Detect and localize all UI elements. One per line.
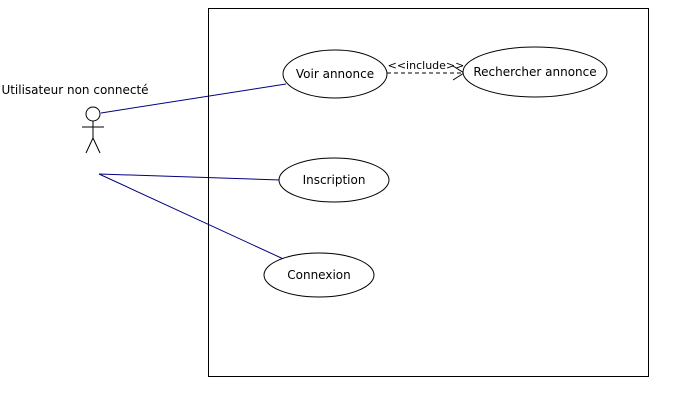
use-case-rechercher-annonce[interactable]: Rechercher annonce xyxy=(462,46,608,98)
use-case-label: Voir annonce xyxy=(296,67,374,81)
use-case-voir-annonce[interactable]: Voir annonce xyxy=(282,49,388,99)
actor-label: Utilisateur non connecté xyxy=(1,83,148,97)
actor-stick-figure-icon xyxy=(82,106,104,154)
system-boundary xyxy=(208,8,649,377)
association-line-connexion xyxy=(98,173,291,263)
use-case-label: Rechercher annonce xyxy=(473,65,596,79)
association-line-inscription xyxy=(98,173,281,181)
use-case-label: Connexion xyxy=(287,268,351,282)
use-case-label: Inscription xyxy=(303,173,366,187)
use-case-inscription[interactable]: Inscription xyxy=(278,157,390,203)
association-line-voir-annonce xyxy=(100,83,287,114)
include-stereotype-label: <<include>> xyxy=(388,59,465,72)
use-case-connexion[interactable]: Connexion xyxy=(263,252,375,298)
